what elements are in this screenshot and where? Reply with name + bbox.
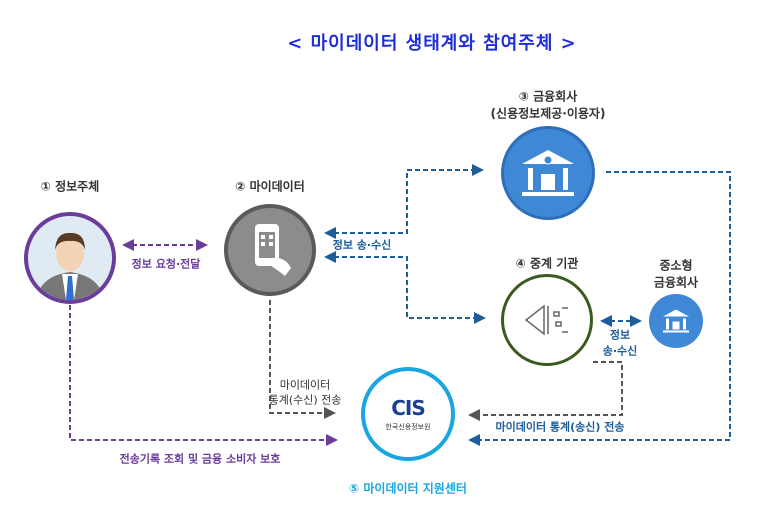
exchange-label: 정보 송·수신 — [332, 238, 392, 252]
edge-to-financial — [324, 164, 484, 239]
subject-label: ① 정보주체 — [40, 179, 100, 194]
smartphone-hand-icon — [255, 224, 291, 276]
center-label: ⑤ 마이데이터 지원센터 — [349, 481, 467, 496]
financial-label: ③ 금융회사 — [518, 89, 578, 104]
relay-exchange-label-1: 정보 — [609, 328, 631, 342]
protection-label: 전송기록 조회 및 금융 소비자 보호 — [119, 452, 281, 466]
small-fin-label-2: 금융회사 — [653, 275, 699, 290]
financial-node — [501, 126, 595, 220]
bank-icon — [663, 309, 689, 333]
small-fin-label-1: 중소형 — [659, 258, 693, 273]
mydata-label: ② 마이데이터 — [235, 179, 305, 194]
edge-protection — [69, 305, 338, 446]
relay-exchange-label-2: 송·수신 — [602, 344, 638, 358]
edge-relay-center — [468, 361, 623, 421]
edge-to-relay — [324, 251, 486, 324]
mydata-node — [224, 204, 316, 296]
cis-caption: 한국신용정보원 — [385, 423, 431, 431]
relay-label: ④ 중계 기관 — [515, 256, 579, 271]
stats-send-label: 마이데이터 통계(송신) 전송 — [495, 420, 625, 434]
center-node: CIS 한국신용정보원 — [361, 367, 455, 461]
cis-logo: CIS — [391, 396, 426, 420]
request-label: 정보 요청·전달 — [131, 257, 201, 271]
subject-node — [24, 212, 116, 304]
page-title: < 마이데이터 생태계와 참여주체 > — [287, 33, 577, 54]
person-icon — [36, 232, 104, 300]
stats-recv-label-2: 통계(수신) 전송 — [268, 393, 342, 407]
edge-financial-center — [468, 171, 731, 446]
bank-icon — [522, 150, 574, 196]
small-fin-node — [649, 294, 703, 348]
stats-recv-label-1: 마이데이터 — [279, 378, 331, 392]
funnel-icon — [524, 304, 568, 336]
edge-mydata-center — [269, 300, 336, 419]
financial-sublabel: (신용정보제공·이용자) — [490, 106, 606, 121]
relay-node — [501, 274, 593, 366]
